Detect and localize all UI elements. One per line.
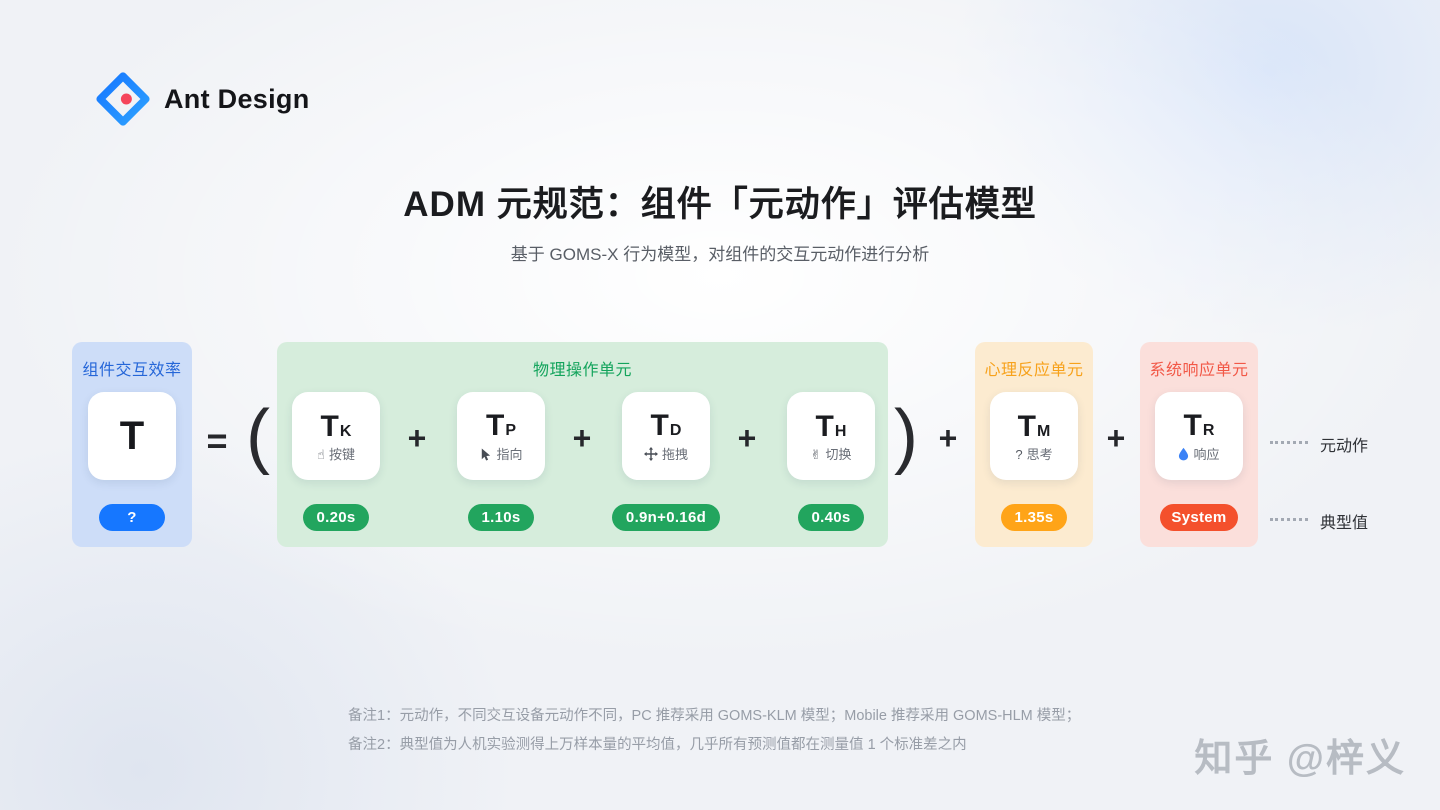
action-pointing: 指向	[479, 446, 523, 462]
action-label: 切换	[825, 446, 852, 462]
action-think: ? 思考	[1015, 448, 1052, 461]
action-label: 响应	[1193, 446, 1220, 462]
mental-group-title: 心理反应单元	[984, 362, 1084, 379]
open-paren: (	[246, 396, 270, 476]
ant-design-logo-icon	[96, 72, 150, 126]
close-paren: )	[894, 396, 918, 476]
watermark: 知乎 @梓义	[1194, 738, 1406, 780]
value-badge-total: ?	[99, 504, 165, 531]
value-badge-drag: 0.9n+0.16d	[612, 504, 720, 531]
background-blob-top-right	[950, 0, 1440, 340]
switch-hand-icon: ✌	[810, 446, 822, 462]
brand-name: Ant Design	[164, 83, 310, 114]
symbol-T: T	[119, 414, 145, 458]
legend-label-meta-action: 元动作	[1320, 438, 1369, 455]
plus-sign: +	[737, 420, 757, 456]
legend-label-typical-value: 典型值	[1320, 515, 1369, 532]
legend-dotted-line-typical-value	[1270, 518, 1308, 521]
plus-sign: +	[572, 420, 592, 456]
question-icon: ?	[1015, 446, 1023, 462]
brand-logo: Ant Design	[96, 72, 310, 126]
action-label: 指向	[496, 446, 523, 462]
unit-card-total: T	[88, 392, 176, 480]
equals-sign: =	[206, 420, 228, 461]
value-badge-keypress: 0.20s	[303, 504, 369, 531]
action-label: 拖拽	[661, 446, 688, 462]
system-group-title: 系统响应单元	[1149, 362, 1249, 379]
plus-sign: +	[1106, 420, 1126, 456]
footnote-2: 备注2：典型值为人机实验测得上万样本量的平均值，几乎所有预测值都在测量值 1 个…	[348, 737, 967, 753]
plus-sign: +	[407, 420, 427, 456]
page-subtitle: 基于 GOMS-X 行为模型，对组件的交互元动作进行分析	[510, 245, 930, 264]
value-badge-mental: 1.35s	[1001, 504, 1067, 531]
action-homing: ✌ 切换	[811, 448, 852, 461]
value-badge-homing: 0.40s	[798, 504, 864, 531]
legend-dotted-line-meta-action	[1270, 441, 1308, 444]
action-label: 思考	[1026, 446, 1053, 462]
cursor-icon	[479, 447, 492, 462]
footnote-1: 备注1：元动作，不同交互设备元动作不同，PC 推荐采用 GOMS-KLM 模型；…	[348, 708, 1081, 724]
efficiency-group-title: 组件交互效率	[82, 362, 182, 379]
footnotes: 备注1：元动作，不同交互设备元动作不同，PC 推荐采用 GOMS-KLM 模型；…	[348, 702, 1080, 760]
physical-group-title: 物理操作单元	[532, 362, 632, 379]
water-drop-icon	[1178, 447, 1189, 461]
action-drag: 拖拽	[643, 446, 688, 462]
page-title: ADM 元规范：组件「元动作」评估模型	[403, 185, 1037, 224]
press-hand-icon: ☝	[317, 446, 325, 462]
drag-move-icon	[643, 447, 658, 461]
action-response: 响应	[1178, 446, 1220, 462]
value-badge-system: System	[1160, 504, 1238, 531]
plus-sign: +	[938, 420, 958, 456]
action-label: 按键	[328, 446, 355, 462]
value-badge-pointing: 1.10s	[468, 504, 534, 531]
action-keypress: ☝ 按键	[317, 448, 355, 461]
